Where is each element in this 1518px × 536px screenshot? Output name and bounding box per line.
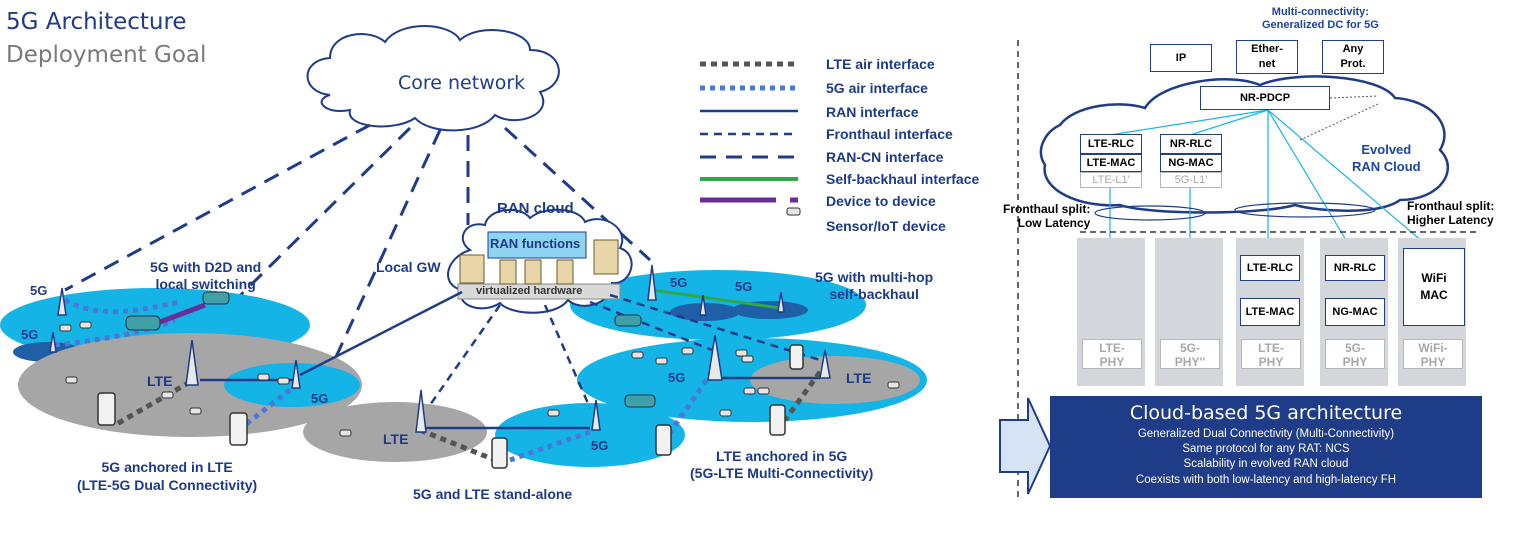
- label-5g: 5G: [311, 391, 329, 406]
- col-ng-mac: NG-MAC: [1325, 298, 1385, 326]
- cloud-arch-line: Coexists with both low-latency and high-…: [1135, 474, 1397, 486]
- cloud-arch-title: Cloud-based 5G architecture: [1129, 402, 1403, 424]
- anchored-5g-label: LTE anchored in 5G (5G-LTE Multi-Connect…: [690, 448, 874, 481]
- tower-icons: [49, 264, 831, 433]
- cloud-arch-line: Scalability in evolved RAN cloud: [1183, 458, 1349, 470]
- pdcp-box: NR-PDCP: [1200, 86, 1330, 110]
- lte-l1-box: LTE-L1': [1080, 172, 1142, 188]
- evolved-ran-label: Evolved RAN Cloud: [1352, 142, 1421, 174]
- cloud-arch-line: Generalized Dual Connectivity (Multi-Con…: [1137, 428, 1395, 440]
- col-wifi-mac: WiFi MAC: [1403, 248, 1465, 326]
- phy-lte: LTE- PHY: [1082, 339, 1142, 369]
- legend-iot: Sensor/IoT device: [826, 218, 946, 234]
- lte-mac-box: LTE-MAC: [1080, 154, 1142, 172]
- 5g-l1-box: 5G-L1': [1160, 172, 1222, 188]
- legend-5g-air: 5G air interface: [826, 80, 928, 96]
- phy-5g: 5G- PHY'': [1160, 339, 1220, 369]
- cloud-architecture-box: [1050, 396, 1482, 498]
- arch-header: Multi-connectivity: Generalized DC for 5…: [1262, 6, 1379, 31]
- legend-fronthaul: Fronthaul interface: [826, 126, 953, 142]
- ethernet-box: Ether- net: [1236, 40, 1298, 74]
- label-5g: 5G: [670, 275, 688, 290]
- phy-lte-2: LTE- PHY: [1241, 339, 1301, 369]
- any-prot-box: Any Prot.: [1322, 40, 1384, 74]
- arrow-icon: [999, 397, 1052, 495]
- server-icons: [459, 239, 619, 285]
- arch-connectors: [1109, 109, 1431, 340]
- core-network-cloud: [306, 25, 560, 132]
- car-icons: [125, 291, 656, 408]
- col-lte-rlc: LTE-RLC: [1240, 255, 1300, 281]
- fh-low-label: Fronthaul split: Low Latency: [1003, 202, 1091, 230]
- fh-high-label: Fronthaul split: Higher Latency: [1407, 199, 1495, 227]
- label-lte: LTE: [846, 370, 872, 386]
- phy-5g-2: 5G- PHY: [1325, 339, 1385, 369]
- ran-cn-lines: [64, 123, 652, 371]
- phone-icons: [97, 344, 804, 469]
- label-5g: 5G: [735, 279, 753, 294]
- page-subtitle: Deployment Goal: [6, 42, 207, 68]
- label-5g: 5G: [21, 327, 39, 342]
- nr-rlc-box: NR-RLC: [1160, 134, 1222, 154]
- ran-cloud-title: RAN cloud: [497, 200, 574, 217]
- legend-self-backhaul: Self-backhaul interface: [826, 171, 980, 187]
- 5g-air-lines: [54, 297, 715, 463]
- label-lte: LTE: [147, 373, 173, 389]
- col-nr-rlc: NR-RLC: [1325, 255, 1385, 281]
- legend-lte-air: LTE air interface: [826, 56, 935, 72]
- local-gw-label: Local GW: [376, 259, 441, 275]
- fh-split: [1080, 202, 1480, 233]
- multihop-label: 5G with multi-hop self-backhaul: [815, 269, 934, 302]
- label-lte: LTE: [383, 431, 409, 447]
- legend-ran: RAN interface: [826, 104, 919, 120]
- core-network-label: Core network: [398, 72, 526, 94]
- legend-ran-cn: RAN-CN interface: [826, 149, 944, 165]
- d2d-line: [159, 302, 206, 325]
- lte-rlc-box: LTE-RLC: [1080, 134, 1142, 154]
- page-title: 5G Architecture: [6, 9, 187, 35]
- label-5g: 5G: [591, 438, 609, 453]
- label-5g: 5G: [30, 283, 48, 298]
- d2d-label: 5G with D2D and local switching: [150, 259, 262, 292]
- evolved-ran-cloud: [1039, 75, 1450, 214]
- ran-functions-label: RAN functions: [490, 236, 581, 251]
- virtualized-hardware-label: virtualized hardware: [476, 285, 583, 297]
- self-backhaul-line: [651, 288, 781, 310]
- lte-air-lines: [113, 370, 823, 463]
- col-lte-mac: LTE-MAC: [1240, 298, 1300, 326]
- ran-interface-lines: [200, 290, 820, 430]
- label-5g: 5G: [668, 370, 686, 385]
- ran-functions-box: [487, 231, 587, 259]
- ip-box: IP: [1150, 44, 1212, 72]
- fronthaul-lines: [428, 293, 821, 409]
- phy-wifi: WiFi- PHY: [1403, 339, 1463, 369]
- sensor-icons: [59, 207, 900, 437]
- ng-mac-box: NG-MAC: [1160, 154, 1222, 172]
- arch-dotted: [1299, 95, 1379, 141]
- cloud-arch-line: Same protocol for any RAT: NCS: [1182, 443, 1350, 455]
- anchored-lte-label: 5G anchored in LTE (LTE-5G Dual Connecti…: [77, 459, 258, 493]
- standalone-label: 5G and LTE stand-alone: [413, 486, 573, 502]
- legend-samples: [700, 61, 798, 203]
- legend-d2d: Device to device: [826, 193, 936, 209]
